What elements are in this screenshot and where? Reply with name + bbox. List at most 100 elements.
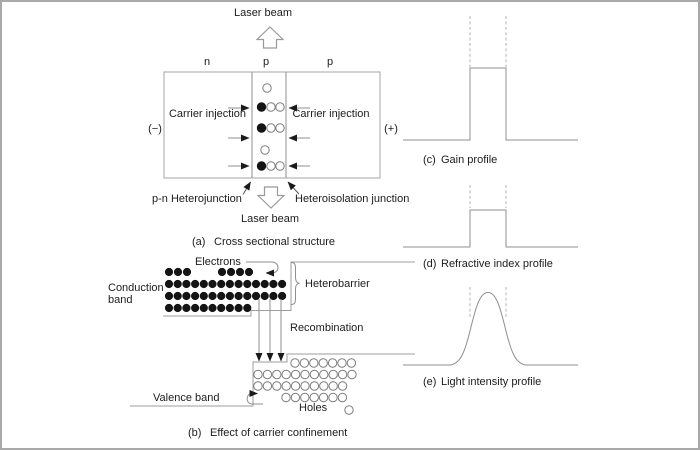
holes-label: Holes bbox=[299, 402, 328, 414]
electron-dot bbox=[225, 279, 234, 289]
valence-band-label: Valence band bbox=[153, 392, 219, 404]
electron-dot bbox=[173, 291, 182, 301]
electron-dot bbox=[234, 291, 243, 301]
electron-dot bbox=[225, 291, 234, 301]
panel-c-caption: Gain profile bbox=[441, 154, 497, 166]
electron-dot bbox=[269, 291, 278, 301]
hole-circle bbox=[337, 392, 348, 403]
laser-beam-down-arrow-icon bbox=[256, 186, 286, 209]
electron-dot bbox=[243, 279, 252, 289]
electron-dot bbox=[182, 279, 191, 289]
electron-dot bbox=[199, 303, 208, 313]
panel-c-caption-prefix: (c) bbox=[423, 154, 436, 166]
electron-dot bbox=[235, 267, 245, 277]
carrier-injection-arrows bbox=[228, 104, 310, 170]
hole-circle bbox=[344, 405, 354, 415]
hole-circle bbox=[262, 83, 272, 93]
panel-a: Laser beam n p p Carrier injection Carri… bbox=[148, 7, 409, 248]
electron-dot bbox=[199, 291, 208, 301]
heteroisolation-pointer bbox=[287, 181, 300, 195]
electron-dot bbox=[182, 267, 192, 277]
hole-circle bbox=[337, 369, 348, 380]
hole-circle bbox=[318, 358, 328, 368]
hole-circle bbox=[266, 161, 276, 171]
electron-dot bbox=[256, 123, 267, 133]
electron-dot bbox=[191, 291, 200, 301]
hole-circle bbox=[328, 369, 338, 380]
conduction-band-label-line2: band bbox=[108, 294, 132, 306]
electron-dot bbox=[199, 279, 208, 289]
heteroisolation-junction-label: Heteroisolation junction bbox=[295, 193, 409, 205]
light-intensity-profile-curve bbox=[403, 291, 578, 366]
laser-beam-top-label: Laser beam bbox=[234, 7, 292, 19]
hole-circle bbox=[262, 369, 273, 380]
carrier-injection-left-label: Carrier injection bbox=[169, 108, 246, 120]
electron-dot bbox=[208, 303, 217, 313]
gain-profile-curve bbox=[403, 67, 578, 141]
laser-beam-bottom-label: Laser beam bbox=[241, 213, 299, 225]
hole-circle bbox=[272, 381, 282, 391]
conduction-band-edge bbox=[163, 261, 415, 317]
holes-pointer-arrow bbox=[246, 390, 263, 405]
electron-dot bbox=[164, 291, 174, 301]
electron-dot bbox=[173, 267, 183, 277]
electron-dot bbox=[256, 161, 267, 171]
electron-dot bbox=[260, 279, 269, 289]
electrons-pointer-arrow bbox=[246, 261, 279, 277]
panel-a-caption-prefix: (a) bbox=[192, 236, 205, 248]
hole-circle bbox=[300, 381, 310, 391]
electron-dot bbox=[278, 279, 287, 289]
hole-circle bbox=[281, 369, 291, 380]
hole-circle bbox=[318, 392, 329, 403]
electron-dot bbox=[164, 279, 174, 289]
hole-circle bbox=[290, 392, 301, 403]
hole-circle bbox=[299, 358, 310, 368]
electron-dot bbox=[208, 291, 217, 301]
electron-dot bbox=[191, 279, 200, 289]
valence-band-edge bbox=[130, 353, 415, 407]
heterobarrier-label: Heterobarrier bbox=[305, 278, 370, 290]
negative-terminal-label: (−) bbox=[148, 123, 162, 135]
electron-dot bbox=[260, 291, 269, 301]
electron-dot bbox=[164, 267, 174, 277]
electron-dot bbox=[251, 279, 261, 289]
region-p-right-label: p bbox=[327, 56, 333, 68]
electron-dot bbox=[243, 303, 252, 313]
electron-dot bbox=[173, 279, 182, 289]
recombination-label: Recombination bbox=[290, 322, 363, 334]
carrier-injection-right-label: Carrier injection bbox=[292, 108, 369, 120]
hole-circle bbox=[290, 358, 300, 368]
electrons-label: Electrons bbox=[195, 256, 241, 268]
electron-dot bbox=[191, 303, 200, 313]
region-n-label: n bbox=[204, 56, 210, 68]
active-region-carriers bbox=[256, 83, 285, 171]
electron-dot bbox=[217, 279, 226, 289]
electron-dot bbox=[256, 102, 267, 112]
electron-dot bbox=[217, 267, 227, 277]
electron-dot bbox=[251, 291, 261, 301]
hole-circle bbox=[319, 369, 329, 380]
panel-b-caption-prefix: (b) bbox=[188, 427, 201, 439]
electron-dot bbox=[234, 303, 243, 313]
panel-e: (e) Light intensity profile bbox=[403, 287, 578, 388]
device-body bbox=[163, 71, 381, 179]
panel-c: (c) Gain profile bbox=[403, 16, 578, 166]
hole-circle bbox=[275, 123, 285, 133]
hole-circle bbox=[309, 369, 320, 380]
panel-d: (d) Refractive index profile bbox=[403, 185, 578, 270]
electron-dot bbox=[182, 291, 191, 301]
electron-dot bbox=[234, 279, 243, 289]
hole-circle bbox=[328, 392, 338, 403]
hole-circle bbox=[253, 381, 263, 391]
hole-circle bbox=[281, 392, 291, 403]
refractive-index-profile-curve bbox=[403, 209, 578, 248]
pn-heterojunction-label: p-n Heterojunction bbox=[152, 193, 242, 205]
recombination-arrows bbox=[255, 299, 285, 362]
hole-circle bbox=[275, 161, 285, 171]
electron-dot bbox=[182, 303, 191, 313]
hole-circle bbox=[319, 381, 329, 391]
electron-dot bbox=[269, 279, 278, 289]
